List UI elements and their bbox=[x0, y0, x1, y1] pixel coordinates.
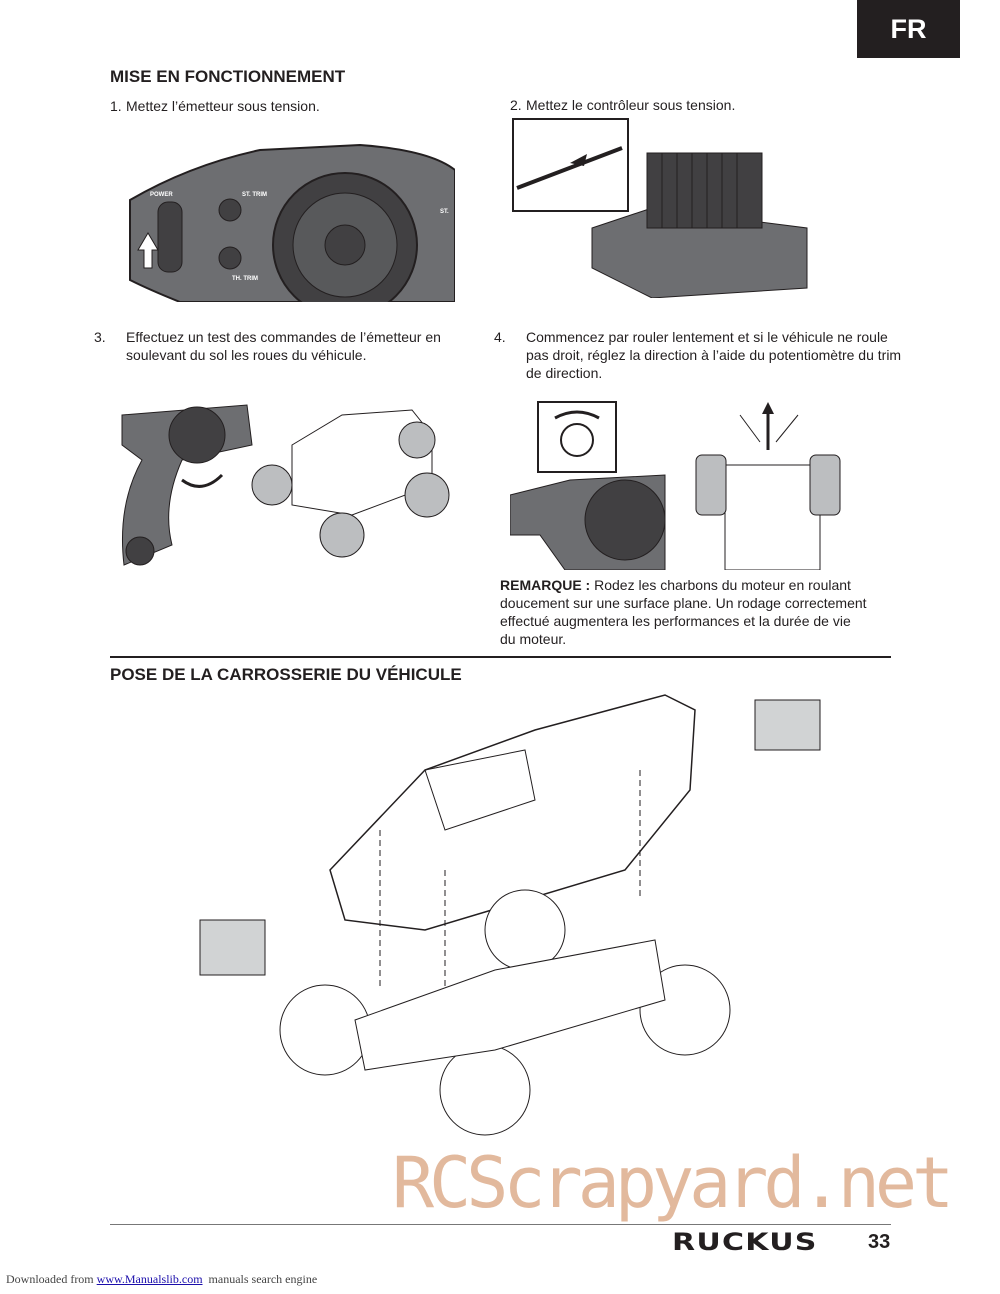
section-title-body-mounting: POSE DE LA CARROSSERIE DU VÉHICULE bbox=[110, 665, 462, 684]
watermark: RCScrapyard.net bbox=[392, 1142, 954, 1224]
download-footer: Downloaded from www.Manualslib.com manua… bbox=[6, 1272, 317, 1287]
step-number: 2. bbox=[510, 97, 522, 113]
body-mounting-illustration bbox=[199, 694, 821, 1136]
footer-divider bbox=[110, 1224, 891, 1225]
page-number: 33 bbox=[868, 1231, 891, 1253]
step-text: Commencez par rouler lentement et si le … bbox=[526, 329, 902, 381]
step-3: 3. Effectuez un test des commandes de l’é… bbox=[94, 328, 466, 364]
footer-suffix: manuals search engine bbox=[208, 1272, 318, 1286]
step-1: 1.Mettez l’émetteur sous tension. bbox=[110, 97, 320, 115]
th-trim-label: TH. TRIM bbox=[232, 276, 258, 282]
st-trim-label: ST. TRIM bbox=[242, 192, 267, 198]
step-number: 1. bbox=[110, 98, 122, 114]
step-text: Mettez le contrôleur sous tension. bbox=[526, 97, 736, 113]
esc-power-illustration bbox=[512, 118, 808, 298]
footer-prefix: Downloaded from bbox=[6, 1272, 94, 1286]
note-text: Rodez les charbons du moteur en roulant … bbox=[500, 577, 867, 647]
language-tab: FR bbox=[857, 0, 960, 58]
power-label: POWER bbox=[150, 192, 173, 198]
step-4: 4. Commencez par rouler lentement et si l… bbox=[494, 328, 906, 382]
steering-trim-illustration bbox=[510, 401, 841, 570]
step-2: 2.Mettez le contrôleur sous tension. bbox=[510, 96, 735, 114]
step-number: 3. bbox=[94, 329, 106, 345]
section-divider bbox=[110, 656, 891, 658]
transmitter-power-illustration: POWER ST. TRIM TH. TRIM ST. bbox=[129, 143, 455, 302]
note-box: REMARQUE : Rodez les charbons du moteur … bbox=[500, 576, 870, 648]
transmitter-test-illustration bbox=[121, 404, 450, 566]
step-number: 4. bbox=[494, 329, 506, 345]
manualslib-link[interactable]: www.Manualslib.com bbox=[96, 1272, 203, 1286]
step-text: Mettez l’émetteur sous tension. bbox=[126, 98, 320, 114]
section-title-operation: MISE EN FONCTIONNEMENT bbox=[110, 67, 346, 86]
brand-logo: RUCKUS bbox=[672, 1228, 818, 1256]
step-text: Effectuez un test des commandes de l’éme… bbox=[126, 329, 441, 363]
note-label: REMARQUE : bbox=[500, 577, 591, 593]
st-label: ST. bbox=[440, 209, 449, 215]
